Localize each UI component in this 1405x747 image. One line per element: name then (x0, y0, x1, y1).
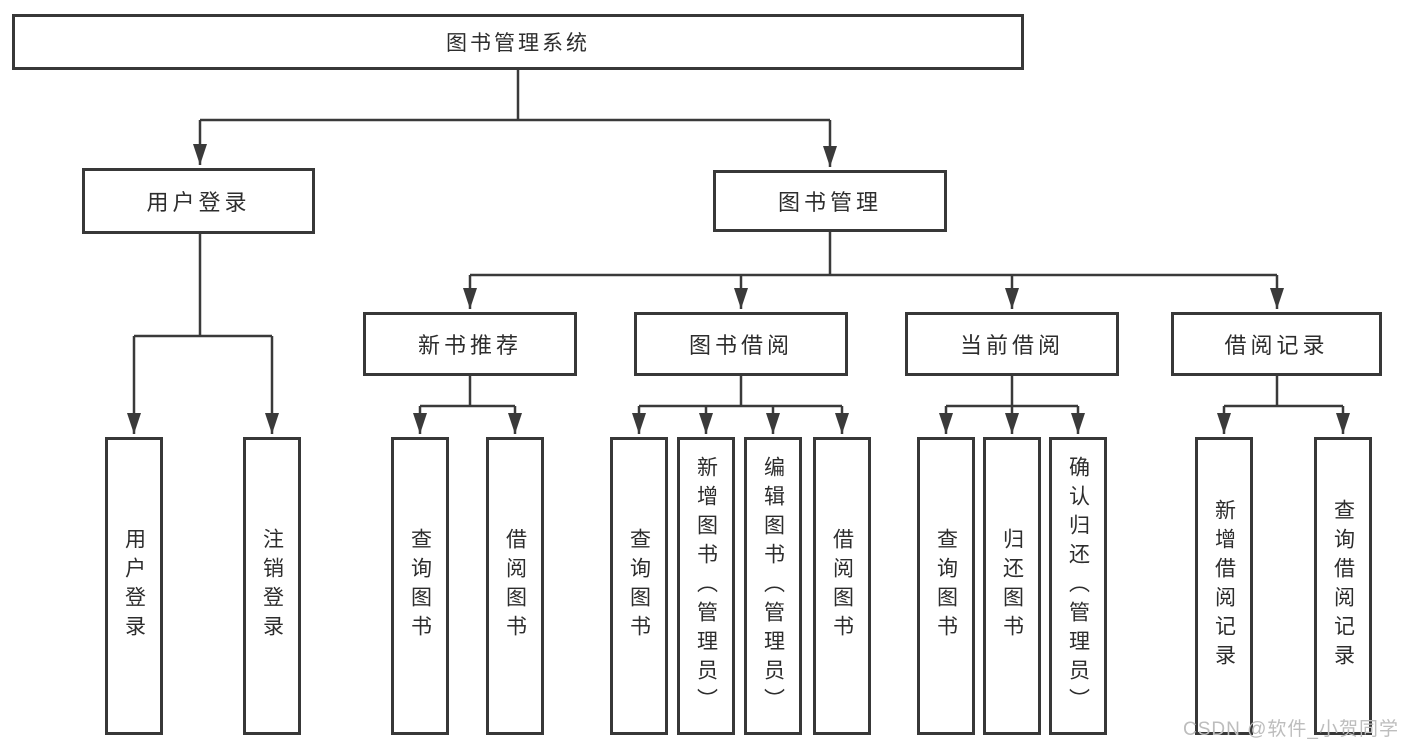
node-user-login: 用户登录 (82, 168, 315, 234)
node-label: 查询图书 (934, 528, 958, 644)
connector-borrow-record-split (1224, 376, 1343, 408)
connector-book-borrow-split (639, 376, 842, 408)
node-label: 用户登录 (146, 190, 251, 215)
node-label: 查询借阅记录 (1331, 499, 1355, 673)
node-borrowing-records: 借阅记录 (1171, 312, 1382, 376)
connector-new-book-split (420, 376, 515, 408)
node-label: 借阅图书 (503, 528, 527, 644)
node-book-borrowing: 图书借阅 (634, 312, 848, 376)
node-new-book-recommend: 新书推荐 (363, 312, 577, 376)
node-leaf-query-books-3: 查询图书 (917, 437, 975, 735)
node-label: 编辑图书（管理员） (761, 455, 785, 717)
node-label: 借阅图书 (830, 528, 854, 644)
node-current-borrowing: 当前借阅 (905, 312, 1119, 376)
node-label: 新书推荐 (417, 333, 522, 358)
node-label: 新增借阅记录 (1212, 499, 1236, 673)
node-label: 查询图书 (408, 528, 432, 644)
connector-root-split (200, 70, 830, 122)
node-label: 确认归还（管理员） (1066, 455, 1090, 717)
node-leaf-add-books-admin: 新增图书（管理员） (677, 437, 735, 735)
node-label: 新增图书（管理员） (694, 455, 718, 717)
node-label: 注销登录 (260, 528, 284, 644)
node-leaf-query-books-2: 查询图书 (610, 437, 668, 735)
node-leaf-edit-books-admin: 编辑图书（管理员） (744, 437, 802, 735)
connector-book-mgmt-split (470, 232, 1277, 277)
node-label: 用户登录 (122, 528, 146, 644)
node-book-management: 图书管理 (713, 170, 947, 232)
node-library-management-system: 图书管理系统 (12, 14, 1024, 70)
node-label: 归还图书 (1000, 528, 1024, 644)
node-leaf-user-login: 用户登录 (105, 437, 163, 735)
node-leaf-borrow-books-1: 借阅图书 (486, 437, 544, 735)
node-label: 查询图书 (627, 528, 651, 644)
node-leaf-confirm-return-admin: 确认归还（管理员） (1049, 437, 1107, 735)
connector-current-borrow-split (946, 376, 1078, 408)
node-label: 借阅记录 (1224, 333, 1329, 358)
csdn-watermark: CSDN @软件_小贺同学 (1183, 719, 1399, 740)
node-label: 图书管理 (777, 190, 882, 215)
node-label: 图书借阅 (688, 333, 793, 358)
node-leaf-borrow-books-2: 借阅图书 (813, 437, 871, 735)
connector-user-login-split (134, 234, 272, 338)
node-leaf-add-borrow-record: 新增借阅记录 (1195, 437, 1253, 735)
node-label: 当前借阅 (959, 333, 1064, 358)
node-leaf-query-borrow-record: 查询借阅记录 (1314, 437, 1372, 735)
node-leaf-return-books: 归还图书 (983, 437, 1041, 735)
node-leaf-logout: 注销登录 (243, 437, 301, 735)
node-leaf-query-books-1: 查询图书 (391, 437, 449, 735)
node-label: 图书管理系统 (446, 32, 590, 55)
